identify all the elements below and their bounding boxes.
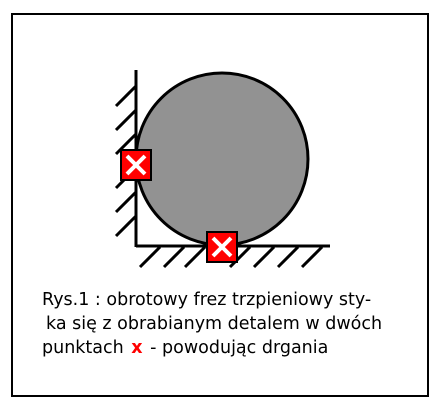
caption-line-3-start: punktach [42, 338, 130, 358]
contact-marker-wall [120, 149, 152, 181]
caption-line-3-end: - powodując drgania [144, 338, 329, 358]
caption-line-1: Rys.1 : obrotowy frez trzpieniowy sty- [42, 290, 372, 310]
red-x-mark-icon: x [131, 338, 143, 358]
contact-marker-floor [206, 231, 238, 263]
floor-hatching [138, 245, 324, 269]
cutter-contact-diagram [114, 70, 330, 269]
caption-line-3: punktach x - powodując drgania [42, 336, 427, 360]
figure-caption: Rys.1 : obrotowy frez trzpieniowy sty- k… [42, 288, 427, 360]
milling-cutter [134, 71, 310, 247]
left-wall-hatching [114, 84, 138, 238]
caption-line-2: ka się z obrabianym detalem w dwóch [46, 314, 383, 334]
